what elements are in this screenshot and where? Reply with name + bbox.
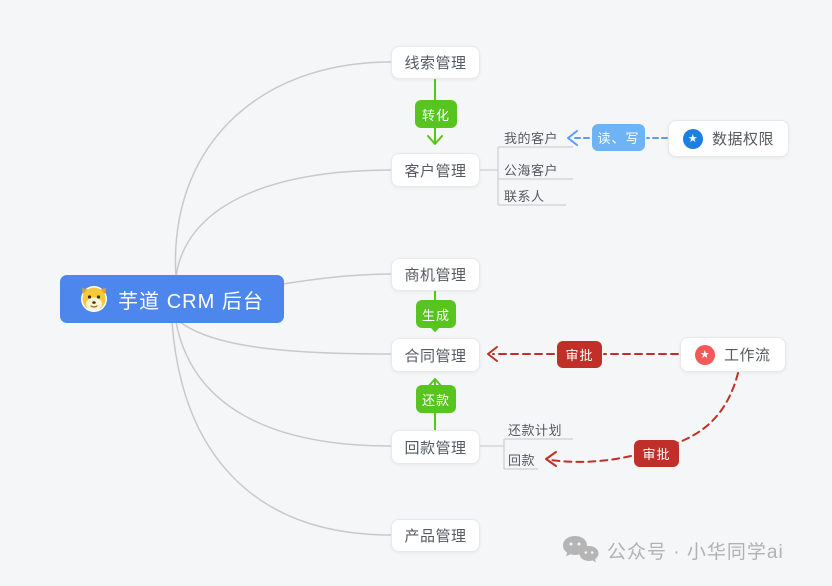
badge-repay-label: 还款	[421, 392, 450, 408]
child-public-customers[interactable]: 公海客户	[504, 163, 559, 178]
arrowhead-approve-repayment	[545, 451, 557, 467]
node-receivable-label: 回款管理	[404, 439, 467, 457]
node-business-label: 商机管理	[404, 267, 467, 284]
green-flow-arrows	[427, 78, 443, 431]
node-contract-label: 合同管理	[404, 347, 467, 365]
node-lead-management[interactable]: 线索管理	[391, 46, 480, 79]
curve-root-to-customer	[175, 169, 392, 278]
arrowhead-approve-contract	[487, 346, 498, 362]
badge-approve-receivable: 审批	[634, 440, 679, 467]
arrowhead-readwrite-left	[567, 130, 578, 146]
node-product-management[interactable]: 产品管理	[391, 519, 480, 552]
badge-generate: 生成	[416, 300, 456, 328]
sub-branch-lines	[480, 146, 573, 470]
curve-root-to-lead	[174, 61, 392, 278]
node-contract-management[interactable]: 合同管理	[391, 338, 480, 372]
badge-convert-label: 转化	[421, 107, 450, 123]
node-customer-management[interactable]: 客户管理	[391, 153, 480, 187]
dash-workflow-to-approve2	[676, 372, 739, 444]
badge-approve-receivable-label: 审批	[642, 447, 671, 462]
arrowhead-convert-down	[427, 135, 443, 145]
badge-repay: 还款	[416, 385, 456, 413]
node-data-permission[interactable]: ★ 数据权限	[668, 120, 790, 157]
node-customer-label: 客户管理	[404, 162, 467, 180]
star-glyph: ★	[699, 349, 711, 361]
node-product-label: 产品管理	[404, 528, 467, 545]
red-approval-flow	[492, 353, 739, 463]
star-icon: ★	[695, 344, 715, 365]
node-workflow-label: 工作流	[724, 347, 771, 364]
node-data-permission-label: 数据权限	[712, 131, 775, 148]
curve-root-to-contract	[179, 321, 392, 355]
badge-read-write-label: 读、写	[597, 131, 640, 146]
root-branch-curves	[171, 61, 392, 536]
dog-emoji-icon	[81, 286, 108, 312]
node-lead-label: 线索管理	[404, 55, 467, 72]
badge-read-write: 读、写	[592, 124, 645, 151]
node-receivable-management[interactable]: 回款管理	[391, 430, 480, 464]
curve-root-to-receivable	[175, 321, 392, 447]
child-my-customers[interactable]: 我的客户	[504, 131, 559, 146]
child-repayment[interactable]: 回款	[508, 453, 536, 468]
root-node-crm-backend[interactable]: 芋道 CRM 后台	[60, 275, 284, 323]
watermark: 公众号 · 小华同学ai	[562, 535, 784, 566]
badge-generate-label: 生成	[421, 307, 450, 323]
node-workflow[interactable]: ★ 工作流	[680, 337, 786, 372]
badge-convert: 转化	[415, 100, 457, 128]
curve-root-to-business	[282, 273, 392, 285]
wechat-icon	[563, 536, 599, 563]
badge-approve-contract: 审批	[557, 341, 602, 368]
node-business-management[interactable]: 商机管理	[391, 258, 480, 291]
child-contacts[interactable]: 联系人	[504, 189, 545, 204]
badge-approve-contract-label: 审批	[565, 348, 594, 363]
dash-approve2-to-repayment	[550, 455, 632, 463]
child-repayment-plan[interactable]: 还款计划	[508, 423, 563, 438]
star-glyph: ★	[687, 133, 699, 145]
root-node-label: 芋道 CRM 后台	[118, 290, 264, 313]
star-icon: ★	[683, 128, 703, 149]
curve-root-to-product	[171, 321, 392, 536]
arrowhead-repay-up	[427, 378, 443, 388]
watermark-text: 公众号 · 小华同学ai	[607, 542, 784, 563]
